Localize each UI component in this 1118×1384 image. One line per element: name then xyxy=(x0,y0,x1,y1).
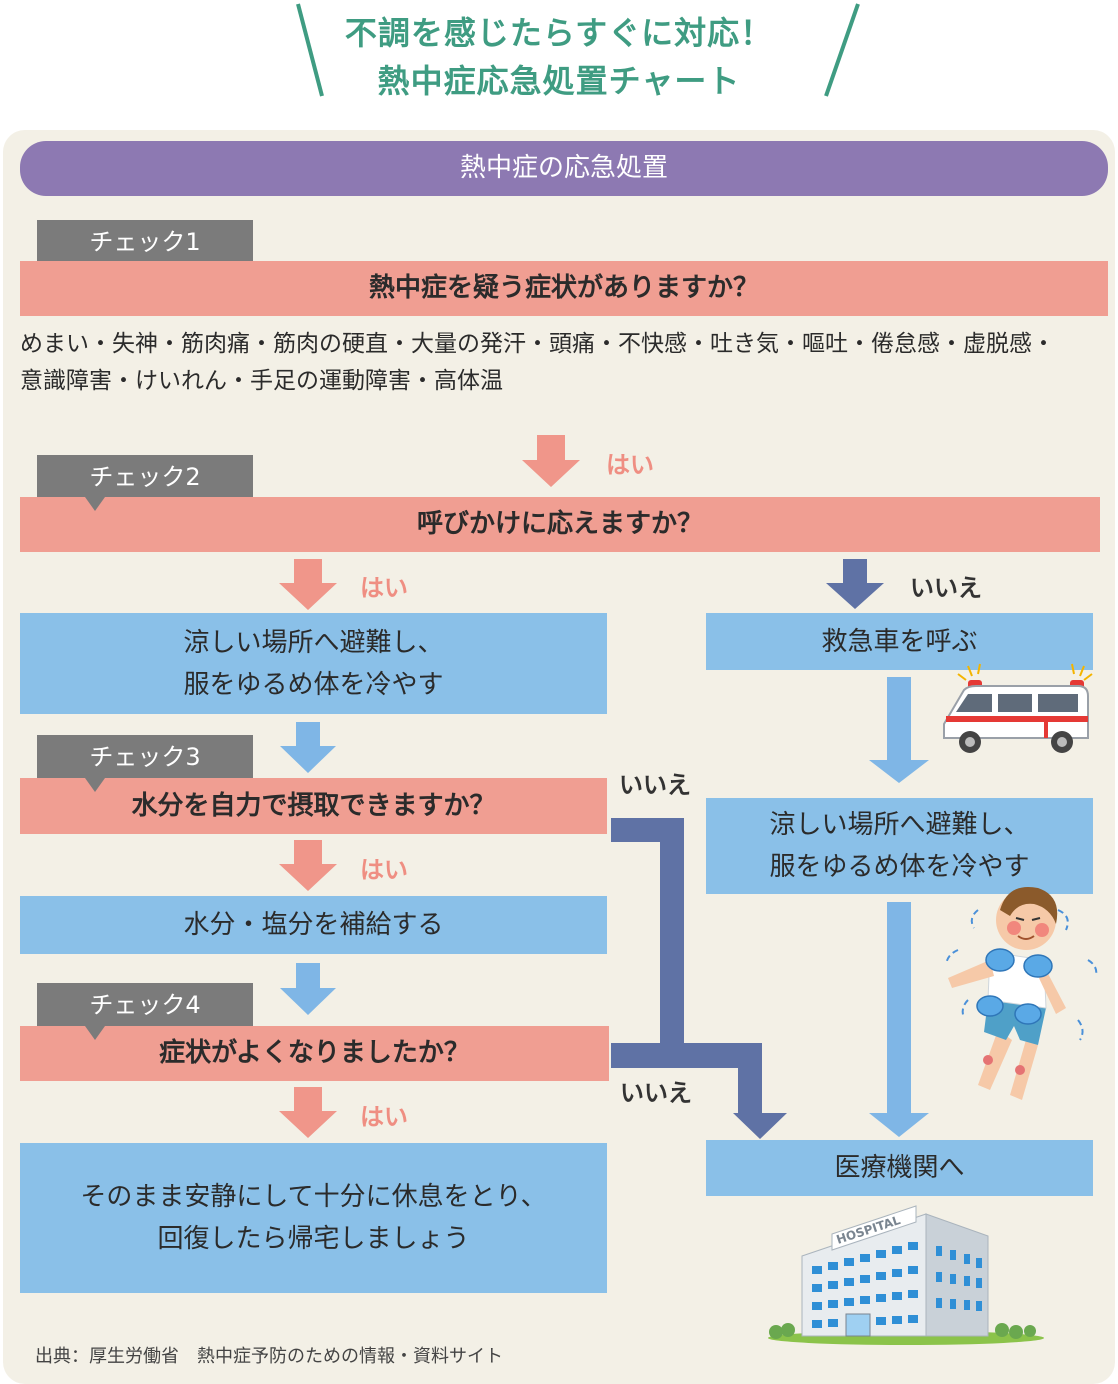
label-no-1: いいえ xyxy=(910,574,982,602)
action-cool-right-line-2: 服をゆるめ体を冷やす xyxy=(769,852,1030,882)
check-2-tag: チェック2 xyxy=(37,455,253,499)
ambulance-icon xyxy=(943,663,1093,753)
arrow-yes-1 xyxy=(522,435,580,487)
arrow-down-hydrate xyxy=(280,963,336,1015)
action-cool-down: 涼しい場所へ避難し、 服をゆるめ体を冷やす xyxy=(20,613,607,714)
check-4-tag: チェック4 xyxy=(37,983,253,1027)
arrow-yes-2 xyxy=(279,559,337,610)
question-2: 呼びかけに応えますか？ xyxy=(20,497,1100,552)
arrow-yes-4 xyxy=(279,1087,337,1138)
check-2-tag-tail xyxy=(85,497,105,511)
action-cool-line-2: 服をゆるめ体を冷やす xyxy=(183,669,444,700)
header-line-1: 不調を感じたらすぐに対応！ xyxy=(344,14,774,52)
label-yes-4: はい xyxy=(360,1103,408,1131)
arrow-no-1 xyxy=(826,559,884,609)
question-3: 水分を自力で摂取できますか？ xyxy=(20,778,607,834)
action-call-ambulance: 救急車を呼ぶ xyxy=(706,613,1093,670)
cooling-child-icon xyxy=(945,886,1098,1100)
header-slashes xyxy=(296,3,860,97)
action-cool-right-line-1: 涼しい場所へ避難し、 xyxy=(769,810,1030,840)
check-3-tag: チェック3 xyxy=(37,735,253,779)
arrow-no-connector xyxy=(611,818,787,1139)
question-1: 熱中症を疑う症状がありますか？ xyxy=(20,261,1108,316)
action-rest: そのまま安静にして十分に休息をとり、 回復したら帰宅しましょう xyxy=(20,1143,607,1293)
header-line-2: 熱中症応急処置チャート xyxy=(377,62,741,100)
check-3-tag-tail xyxy=(85,778,105,792)
label-no-3: いいえ xyxy=(620,1079,692,1107)
label-yes-3: はい xyxy=(360,856,408,884)
symptom-line-2: 意識障害・けいれん・手足の運動障害・高体温 xyxy=(20,368,503,394)
action-hydrate: 水分・塩分を補給する xyxy=(20,896,607,954)
symptom-line-1: めまい・失神・筋肉痛・筋肉の硬直・大量の発汗・頭痛・不快感・吐き気・嘔吐・倦怠感… xyxy=(20,331,1055,357)
section-title: 熱中症の応急処置 xyxy=(20,141,1108,196)
label-no-2: いいえ xyxy=(619,771,691,799)
label-yes-1: はい xyxy=(606,451,654,479)
action-hospital: 医療機関へ xyxy=(706,1140,1093,1196)
check-1-tag: チェック1 xyxy=(37,220,253,264)
action-cool-down-right: 涼しい場所へ避難し、 服をゆるめ体を冷やす xyxy=(706,798,1093,894)
check-4-tag-tail xyxy=(85,1026,105,1040)
source-credit: 出典：厚生労働省 熱中症予防のための情報・資料サイト xyxy=(35,1346,503,1367)
arrow-yes-3 xyxy=(279,840,337,891)
arrow-down-hospital xyxy=(869,902,929,1137)
question-4: 症状がよくなりましたか？ xyxy=(20,1026,609,1081)
hospital-building-icon: HOSPITAL xyxy=(768,1205,1044,1345)
arrow-down-cool xyxy=(280,722,336,773)
symptom-list: めまい・失神・筋肉痛・筋肉の硬直・大量の発汗・頭痛・不快感・吐き気・嘔吐・倦怠感… xyxy=(20,326,1110,400)
action-rest-line-1: そのまま安静にして十分に休息をとり、 xyxy=(80,1182,547,1212)
action-cool-line-1: 涼しい場所へ避難し、 xyxy=(183,627,444,658)
action-rest-line-2: 回復したら帰宅しましょう xyxy=(157,1224,470,1254)
arrow-down-ambulance xyxy=(869,677,929,783)
label-yes-2: はい xyxy=(360,574,408,602)
